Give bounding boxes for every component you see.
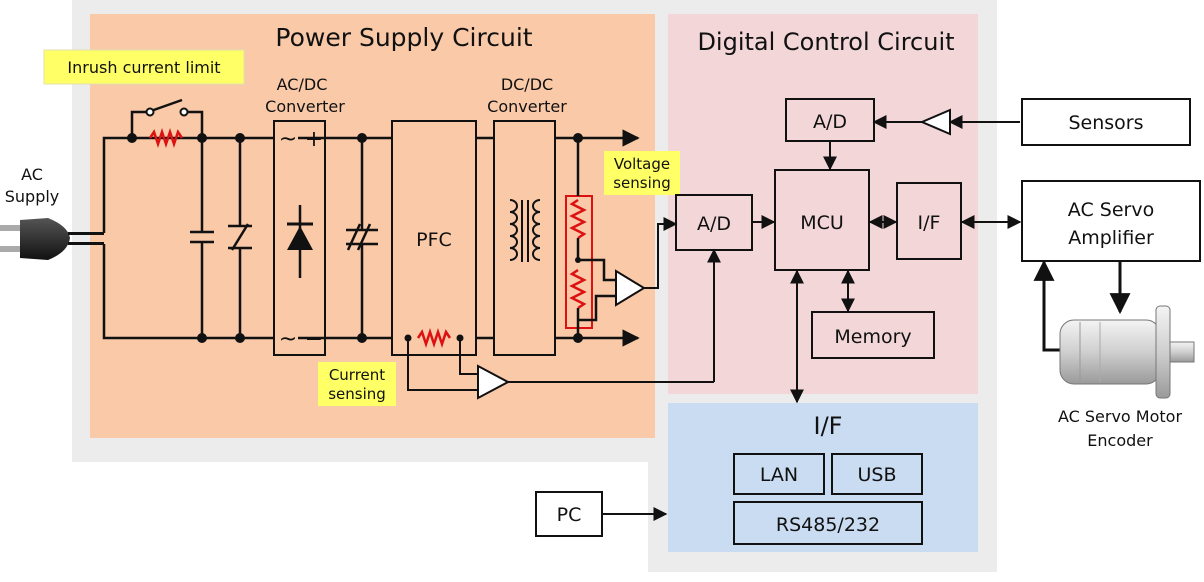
- voltage-label-1: Voltage: [614, 155, 670, 173]
- transformer-icon: [509, 199, 541, 262]
- acdc-tilde-top: ~: [279, 127, 297, 152]
- switch-contact: [145, 107, 155, 117]
- inrush-label: Inrush current limit: [67, 58, 220, 77]
- voltage-sensing-note: Voltage sensing: [604, 151, 680, 195]
- current-sense-wiring: [407, 248, 721, 391]
- varistor: [228, 138, 252, 338]
- power-supply-title: Power Supply Circuit: [275, 23, 532, 52]
- dcdc-converter-block: [493, 120, 556, 356]
- ac-supply-label-2: Supply: [5, 187, 60, 206]
- ac-plug-icon: [0, 218, 104, 260]
- acdc-label-2: Converter: [265, 97, 345, 116]
- digital-connections: [752, 115, 1022, 404]
- voltage-label-2: sensing: [613, 174, 671, 192]
- pfc-label: PFC: [416, 229, 452, 251]
- acdc-converter-block: [273, 120, 326, 356]
- sensors-label: Sensors: [1068, 112, 1143, 134]
- sensors-block: [1021, 98, 1191, 146]
- servo-amplifier-block: [1021, 180, 1201, 262]
- junction-dot: [575, 257, 581, 263]
- acdc-tilde-bottom: ~: [279, 327, 297, 352]
- lan-label: LAN: [760, 464, 798, 486]
- digital-control-panel: [668, 14, 978, 394]
- lan-block: [733, 453, 825, 495]
- current-label-2: sensing: [328, 385, 386, 403]
- servo-amp-label-1: AC Servo: [1068, 199, 1154, 221]
- voltage-amp-icon: [615, 269, 646, 307]
- rs485-label: RS485/232: [776, 514, 880, 536]
- current-amp-icon: [477, 364, 511, 400]
- rs485-block: [733, 501, 923, 545]
- inrush-note: Inrush current limit: [43, 49, 245, 85]
- digital-control-title: Digital Control Circuit: [697, 28, 954, 56]
- usb-block: [831, 453, 923, 495]
- bulk-capacitor: [346, 138, 378, 338]
- servo-motor-icon: [1059, 305, 1195, 399]
- current-sensing-note: Current sensing: [318, 362, 396, 406]
- pc-label: PC: [557, 504, 582, 526]
- pfc-block: [391, 120, 477, 356]
- inrush-resistor: [148, 128, 184, 148]
- motor-label-2: Encoder: [1087, 431, 1153, 450]
- memory-label: Memory: [834, 326, 911, 348]
- servo-amp-label-2: Amplifier: [1068, 227, 1154, 249]
- ad-left-label: A/D: [697, 213, 731, 235]
- current-sense-resistor: [416, 328, 452, 348]
- pc-block: [535, 491, 603, 537]
- dcdc-label-1: DC/DC: [501, 75, 553, 94]
- current-label-1: Current: [329, 366, 385, 384]
- usb-label: USB: [857, 464, 896, 486]
- ad-top-label: A/D: [813, 111, 847, 133]
- voltage-sense-wire: [644, 217, 678, 289]
- mcu-label: MCU: [800, 212, 844, 234]
- ac-supply-label-1: AC: [21, 165, 43, 184]
- acdc-minus: −: [305, 327, 323, 352]
- acdc-plus: +: [305, 127, 323, 152]
- capacitor-x: [190, 138, 214, 338]
- dcdc-label-2: Converter: [487, 97, 567, 116]
- diode-icon: [287, 205, 313, 278]
- junction-dots: [127, 133, 583, 343]
- servo-motor-connections: [1033, 259, 1131, 352]
- switch-contact: [179, 107, 189, 117]
- interface-title: I/F: [814, 412, 843, 440]
- if-small-label: I/F: [918, 212, 941, 234]
- motor-label-1: AC Servo Motor: [1058, 407, 1183, 426]
- memory-block: [811, 311, 935, 359]
- acdc-label-1: AC/DC: [277, 75, 328, 94]
